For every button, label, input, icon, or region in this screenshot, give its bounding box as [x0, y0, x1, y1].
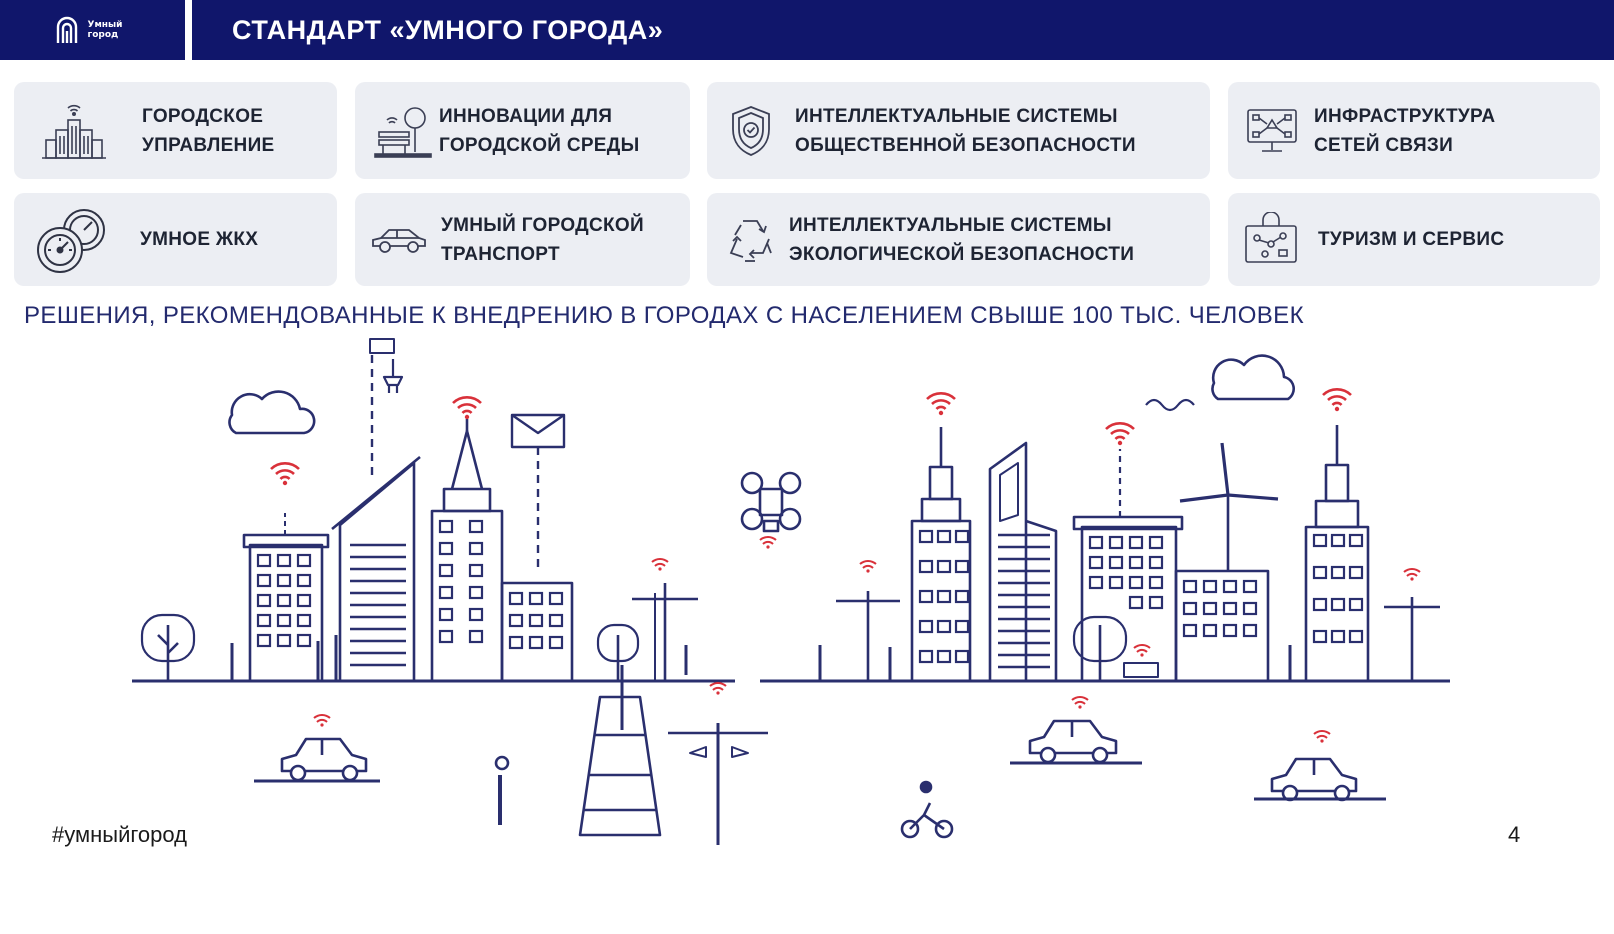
card-label-line1: ИНТЕЛЛЕКТУАЛЬНЫЕ СИСТЕМЫ — [795, 105, 1118, 127]
card-label-line2: ОБЩЕСТВЕННОЙ БЕЗОПАСНОСТИ — [795, 134, 1136, 156]
card-label-line2: ЭКОЛОГИЧЕСКОЙ БЕЗОПАСНОСТИ — [789, 243, 1135, 265]
logo: Умный город — [0, 0, 185, 60]
cloud — [228, 390, 316, 435]
city-illustration — [132, 338, 1450, 845]
logo-text: Умный город — [87, 20, 123, 40]
card-ecological-safety[interactable]: ИНТЕЛЛЕКТУАЛЬНЫЕ СИСТЕМЫ ЭКОЛОГИЧЕСКОЙ Б… — [707, 193, 1210, 286]
card-city-management[interactable]: ГОРОДСКОЕ УПРАВЛЕНИЕ — [14, 82, 337, 179]
logo-icon — [56, 16, 77, 43]
car-icon — [369, 220, 429, 260]
card-smart-housing[interactable]: УМНОЕ ЖКХ — [14, 193, 337, 286]
card-label-line1: ИНФРАСТРУКТУРА — [1314, 105, 1496, 127]
card-label-line1: УМНОЕ ЖКХ — [140, 229, 259, 250]
header: Умный город СТАНДАРТ «УМНОГО ГОРОДА» — [0, 0, 1614, 60]
tourism-map-icon — [1242, 210, 1300, 270]
title-bar: СТАНДАРТ «УМНОГО ГОРОДА» — [192, 0, 1614, 60]
card-label-line2: СЕТЕЙ СВЯЗИ — [1314, 134, 1454, 156]
card-network-infrastructure[interactable]: ИНФРАСТРУКТУРА СЕТЕЙ СВЯЗИ — [1228, 82, 1600, 179]
cloud — [1211, 354, 1295, 401]
car-left — [254, 737, 380, 783]
card-label-line2: УПРАВЛЕНИЕ — [142, 134, 275, 156]
shield-check-icon — [729, 101, 773, 161]
building-windows — [256, 519, 1364, 664]
card-tourism-service[interactable]: ТУРИЗМ И СЕРВИС — [1228, 193, 1600, 286]
card-label-line1: ТУРИЗМ И СЕРВИС — [1318, 229, 1505, 250]
network-monitor-icon — [1244, 103, 1300, 159]
card-label-line1: ИНТЕЛЛЕКТУАЛЬНЫЕ СИСТЕМЫ — [789, 214, 1112, 236]
card-label-line1: ГОРОДСКОЕ — [142, 105, 264, 127]
city-hall-wifi-icon — [36, 96, 112, 166]
card-public-safety[interactable]: ИНТЕЛЛЕКТУАЛЬНЫЕ СИСТЕМЫ ОБЩЕСТВЕННОЙ БЕ… — [707, 82, 1210, 179]
card-label-line2: ГОРОДСКОЙ СРЕДЫ — [439, 134, 640, 156]
page-number: 4 — [1508, 822, 1521, 847]
card-label-line1: УМНЫЙ ГОРОДСКОЙ — [441, 214, 644, 236]
card-label-line1: ИННОВАЦИИ ДЛЯ — [439, 105, 613, 127]
innovation-bench-icon — [373, 101, 433, 161]
recycle-icon — [723, 210, 777, 270]
car-right-2 — [1254, 757, 1386, 802]
car-right-1 — [1010, 719, 1142, 765]
hashtag: #умныйгород — [52, 822, 187, 847]
meters-gauge-icon — [34, 205, 110, 275]
subtitle: РЕШЕНИЯ, РЕКОМЕНДОВАННЫЕ К ВНЕДРЕНИЮ В Г… — [24, 302, 1304, 329]
card-smart-transport[interactable]: УМНЫЙ ГОРОДСКОЙ ТРАНСПОРТ — [355, 193, 690, 286]
card-label-line2: ТРАНСПОРТ — [441, 243, 560, 265]
card-urban-innovation[interactable]: ИННОВАЦИИ ДЛЯ ГОРОДСКОЙ СРЕДЫ — [355, 82, 690, 179]
page-title: СТАНДАРТ «УМНОГО ГОРОДА» — [232, 14, 664, 45]
